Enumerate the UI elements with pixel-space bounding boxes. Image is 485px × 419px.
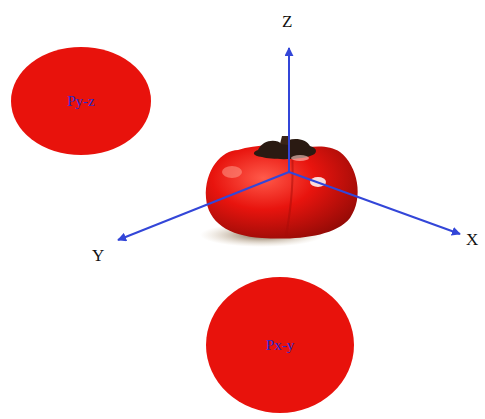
projection-label: Py-z: [67, 93, 95, 110]
projection-circle: Px-y: [205, 276, 355, 414]
axis-label: X: [466, 230, 478, 250]
axis-label: Y: [92, 246, 104, 266]
axis-label: Z: [282, 12, 292, 32]
projection-label: Px-y: [266, 337, 294, 354]
projection-ellipse: Py-z: [10, 46, 152, 156]
